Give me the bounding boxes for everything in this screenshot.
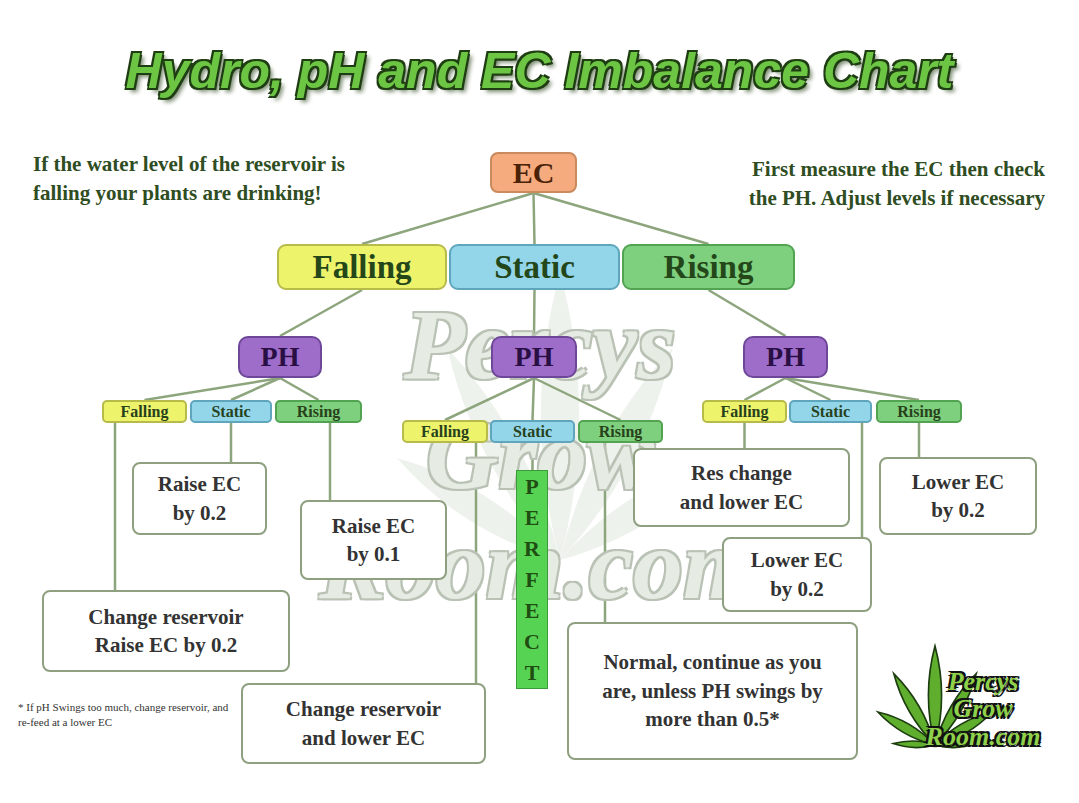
- ph-box: PH: [491, 336, 577, 378]
- trend-box: Falling: [102, 400, 187, 423]
- trend-box: Falling: [402, 420, 488, 443]
- connector-line: [861, 423, 864, 537]
- node-text: Change reservoir Raise EC by 0.2: [84, 603, 248, 660]
- action-box: Raise EC by 0.2: [132, 462, 267, 535]
- node-text: Rising: [664, 249, 754, 286]
- node-text: Lower EC by 0.2: [746, 546, 848, 603]
- action-box: Lower EC by 0.2: [879, 457, 1037, 535]
- connector-line: [745, 378, 786, 400]
- node-text: Falling: [421, 423, 469, 441]
- node-text: PH: [766, 341, 805, 373]
- node-text: PH: [515, 341, 554, 373]
- connector-line: [534, 193, 535, 244]
- ph-box: PH: [238, 336, 322, 378]
- branch-box: Rising: [622, 244, 795, 290]
- node-text: Static: [211, 403, 250, 421]
- connector-line: [362, 193, 534, 244]
- branch-box: Falling: [277, 244, 447, 290]
- node-text: Static: [811, 403, 850, 421]
- connector-line: [231, 378, 280, 400]
- connector-line: [114, 423, 117, 590]
- connector-line: [145, 378, 281, 400]
- action-box: Lower EC by 0.2: [722, 537, 872, 612]
- perfect-column: PERFECT: [517, 470, 547, 689]
- connector-line: [918, 423, 921, 457]
- connector-line: [230, 423, 233, 462]
- connector-line: [280, 378, 319, 400]
- connector-line: [329, 423, 332, 500]
- node-text: Falling: [720, 403, 768, 421]
- node-text: Static: [494, 249, 575, 286]
- node-text: Lower EC by 0.2: [907, 468, 1009, 525]
- ph-box: PH: [743, 336, 828, 378]
- trend-box: Rising: [876, 400, 962, 423]
- trend-box: Rising: [578, 420, 663, 443]
- trend-box: Rising: [275, 400, 362, 423]
- trend-box: Falling: [702, 400, 787, 423]
- node-text: EC: [513, 156, 555, 190]
- connector-line: [280, 290, 362, 336]
- action-box: Change reservoir and lower EC: [241, 683, 486, 764]
- node-text: Res change and lower EC: [679, 459, 804, 516]
- node-text: Change reservoir and lower EC: [273, 695, 454, 752]
- node-text: Rising: [297, 403, 341, 421]
- node-text: PH: [261, 341, 300, 373]
- side-note: If the water level of the reservoir is f…: [33, 150, 363, 209]
- node-text: Falling: [120, 403, 168, 421]
- action-box: Normal, continue as you are, unless PH s…: [567, 622, 858, 760]
- action-box: Raise EC by 0.1: [300, 500, 447, 580]
- trend-box: Static: [490, 420, 575, 443]
- trend-box: Static: [190, 400, 272, 423]
- node-text: Raise EC by 0.1: [324, 512, 423, 569]
- logo-text: Percys Grow Room.com: [918, 668, 1048, 750]
- node-text: Raise EC by 0.2: [152, 470, 247, 527]
- node-text: Rising: [897, 403, 941, 421]
- footnote: * If pH Swings too much, change reservoi…: [18, 700, 233, 731]
- action-box: Res change and lower EC: [633, 448, 850, 527]
- action-box: Change reservoir Raise EC by 0.2: [42, 590, 290, 672]
- side-note: First measure the EC then check the PH. …: [735, 155, 1045, 214]
- node-text: Falling: [312, 249, 411, 286]
- root-box: EC: [490, 152, 577, 193]
- connector-line: [709, 290, 786, 336]
- trend-box: Static: [789, 400, 872, 423]
- chart-title: Hydro, pH and EC Imbalance Chart: [0, 42, 1079, 100]
- node-text: Rising: [599, 423, 643, 441]
- node-text: Static: [513, 423, 552, 441]
- node-text: Normal, continue as you are, unless PH s…: [587, 648, 838, 733]
- branch-box: Static: [449, 244, 620, 290]
- connector-line: [786, 378, 920, 400]
- node-text: PERFECT: [516, 470, 548, 689]
- connector-line: [534, 193, 709, 244]
- connector-line: [743, 423, 746, 448]
